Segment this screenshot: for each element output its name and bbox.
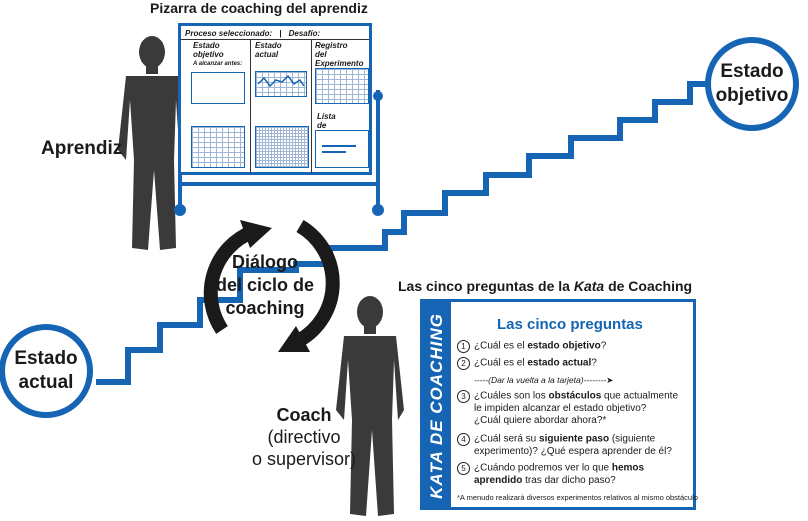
board-header: Proceso seleccionado: | Desafío:	[185, 29, 321, 38]
coach-silhouette-icon	[336, 296, 404, 516]
coach-label: Coach (directivo o supervisor)	[251, 405, 357, 469]
board-process-label: Proceso seleccionado:	[185, 29, 273, 38]
card-heading: Las cinco preguntas	[497, 316, 643, 333]
board-obstacle-list	[315, 130, 369, 168]
board-challenge-label: Desafío:	[288, 29, 321, 38]
question-4: 4¿Cuál será su siguiente paso (siguiente…	[457, 433, 689, 458]
staircase-line	[96, 81, 706, 385]
board-target-table	[191, 126, 245, 168]
board-experiment-log	[315, 68, 369, 104]
current-state-circle	[0, 324, 93, 418]
board-current-chart	[255, 71, 307, 97]
cycle-arrows-icon	[203, 219, 340, 352]
card-caption: Las cinco preguntas de la Kata de Coachi…	[398, 278, 693, 294]
learner-silhouette-icon	[118, 36, 186, 250]
card-footnote: *A menudo realizará diversos experimento…	[457, 493, 698, 502]
turn-card-note: -----(Dar la vuelta a la tarjeta)-------…	[474, 375, 614, 385]
question-3: 3¿Cuáles son los obstáculos que actualme…	[457, 390, 689, 427]
board-title: Pizarra de coaching del aprendiz	[150, 0, 368, 16]
question-2: 2¿Cuál es el estado actual?	[457, 357, 689, 370]
question-5: 5¿Cuándo podremos ver lo que hemos apren…	[457, 462, 689, 487]
board-current-table	[255, 126, 309, 168]
kata-card: KATA DE COACHING Las cinco preguntas 1¿C…	[420, 299, 698, 510]
learner-label: Aprendiz	[41, 138, 123, 159]
board-target-chart	[191, 72, 245, 104]
board-stand	[174, 90, 384, 216]
question-1: 1¿Cuál es el estado objetivo?	[457, 340, 689, 353]
kata-band-text: KATA DE COACHING	[427, 313, 446, 499]
kata-band: KATA DE COACHING	[423, 302, 451, 507]
target-state-circle	[705, 37, 799, 131]
